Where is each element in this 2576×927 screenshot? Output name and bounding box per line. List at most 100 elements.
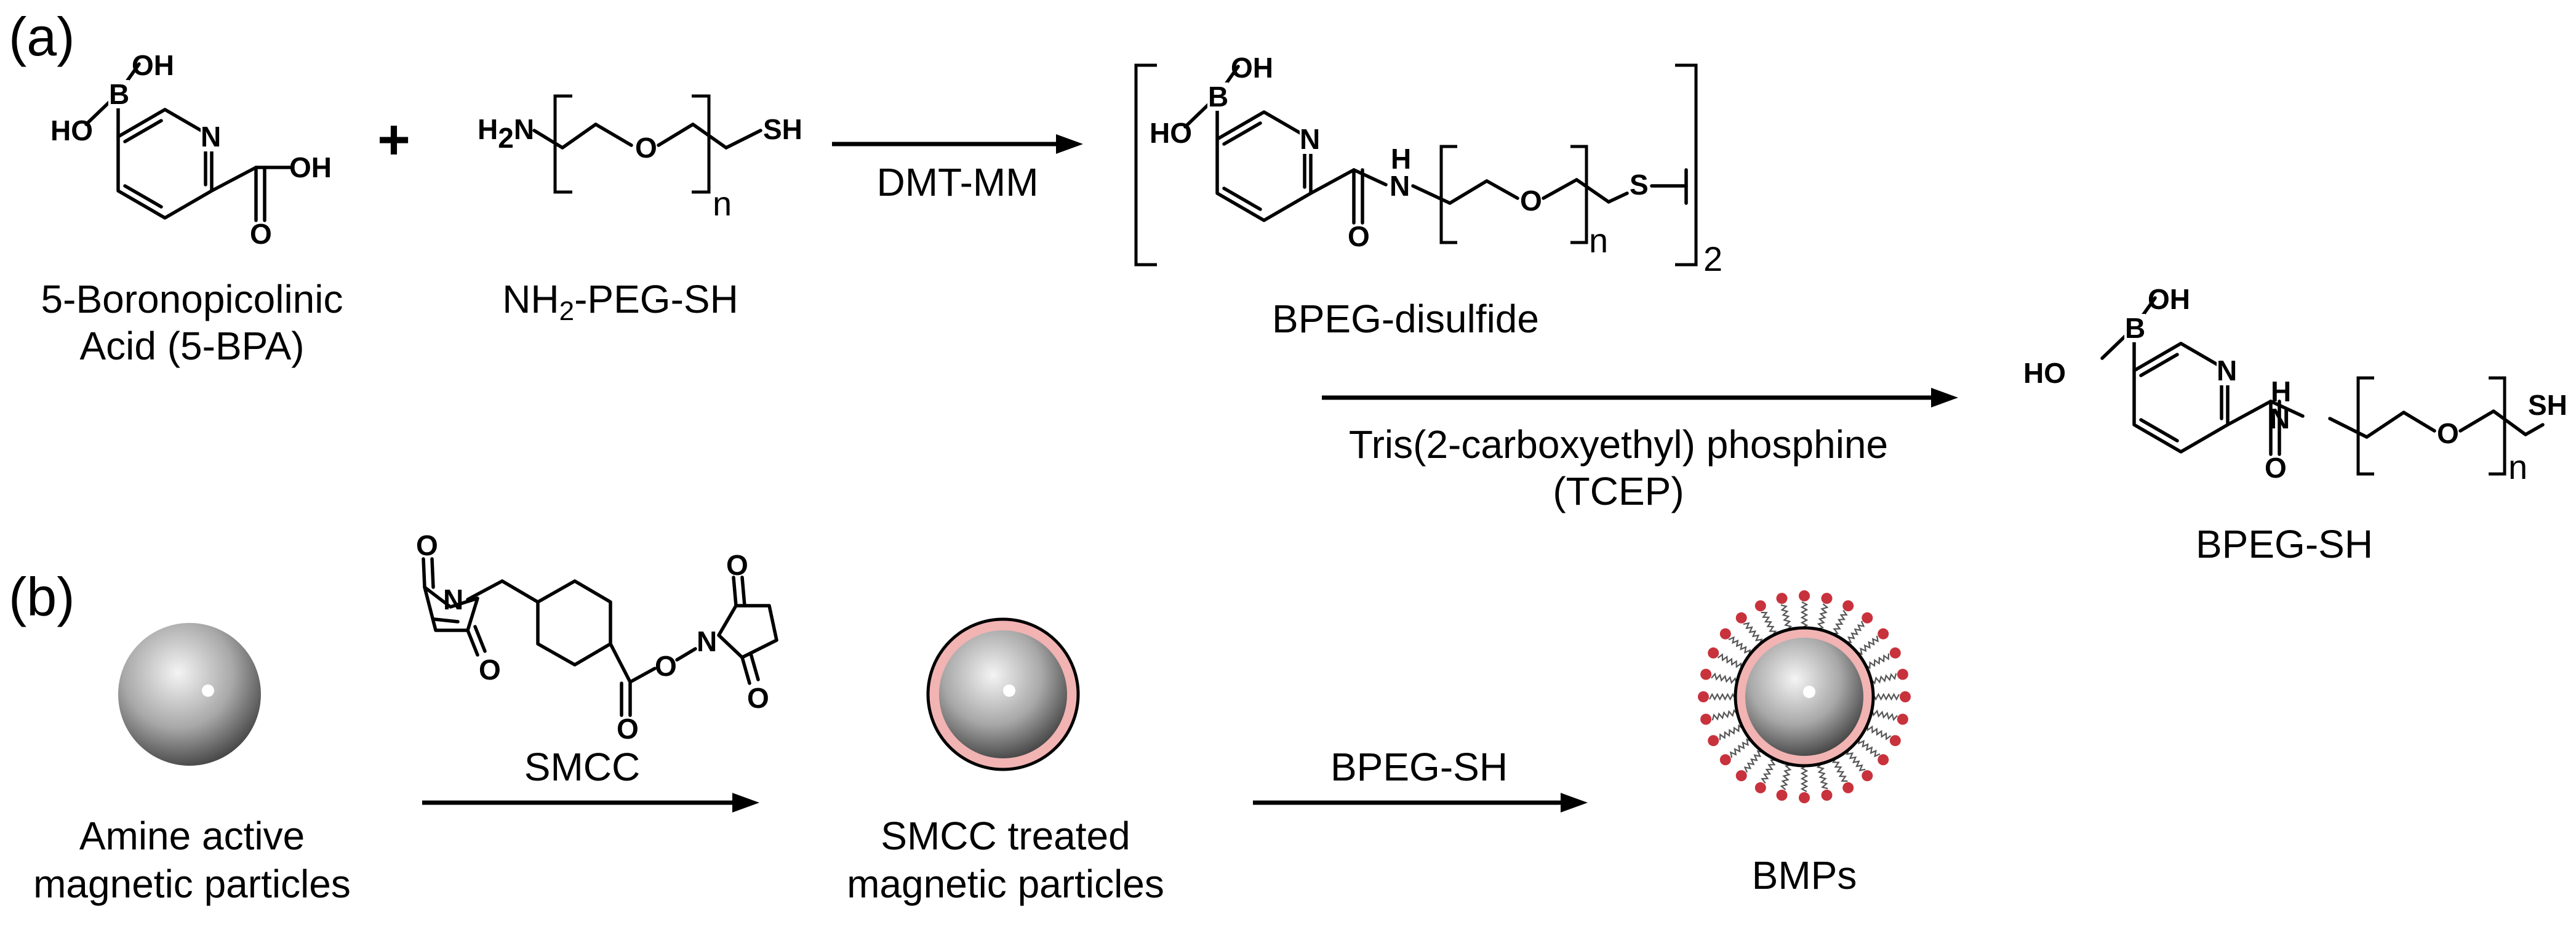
ligand-end-dot: [1889, 735, 1901, 747]
molecule-bpeg-disulfide: 2 N B OH HO O H N O S n: [1134, 52, 1722, 278]
particle3-name: BMPs: [1752, 853, 1857, 897]
bpegsh-o-carbonyl: O: [2265, 452, 2287, 484]
product1-name: BPEG-disulfide: [1272, 297, 1539, 341]
disulfide-nh-h: H: [1391, 143, 1411, 175]
smcc-o-1: O: [416, 529, 438, 561]
bpa-n-atom: N: [201, 121, 221, 153]
ligand-end-dot: [1719, 754, 1731, 766]
ligand-chain: [1817, 603, 1829, 630]
ligand-chain: [1816, 763, 1828, 790]
molecule-smcc: O O N O O N O O: [416, 529, 778, 745]
ligand-end-dot: [1897, 668, 1908, 680]
reactant2-name: NH2-PEG-SH: [502, 277, 738, 326]
reagent-tcep-line1: Tris(2-carboxyethyl) phosphine: [1349, 422, 1888, 467]
ligand-end-dot: [1708, 735, 1719, 747]
particle2-name-line2: magnetic particles: [847, 862, 1164, 906]
arrow-tcep: [1322, 388, 1958, 407]
disulfide-o-atom: O: [1520, 185, 1542, 217]
ligand-end-dot: [1754, 600, 1766, 612]
reagent-tcep-line2: (TCEP): [1553, 469, 1684, 513]
ligand-end-dot: [1862, 612, 1873, 624]
ligand-end-dot: [1842, 782, 1854, 793]
ligand-chain: [1845, 620, 1865, 644]
bpegsh-ho-left: HO: [2023, 357, 2066, 389]
bpa-oh-top: OH: [132, 49, 174, 81]
ligand-end-dot: [1735, 770, 1747, 782]
ligand-end-dot: [1754, 782, 1766, 793]
dimer-subscript: 2: [1703, 239, 1722, 278]
ligand-end-dot: [1799, 792, 1810, 803]
ligand-chain: [1780, 764, 1792, 790]
smcc-o-carbonyl: O: [617, 713, 639, 745]
bpa-b-atom: B: [109, 78, 129, 110]
peg-sh-atom: SH: [763, 113, 802, 145]
ligand-end-dot: [1821, 593, 1833, 604]
plus-sign: +: [377, 108, 410, 171]
ligand-chain: [1846, 748, 1866, 772]
ligand-end-dot: [1889, 647, 1901, 659]
smcc-o-4: O: [747, 682, 769, 714]
ligand-chain: [1865, 653, 1890, 670]
molecule-nh2-peg-sh: H2N O SH n: [478, 94, 802, 223]
reagent-dmt-mm: DMT-MM: [876, 160, 1038, 204]
bpegsh-nh-n: N: [2270, 403, 2290, 435]
ligand-end-dot: [1719, 628, 1731, 640]
bmp-particle: [1698, 590, 1911, 803]
ligand-chain: [1761, 759, 1777, 784]
ligand-chain: [1800, 601, 1809, 628]
particle1-name-line1: Amine active: [79, 814, 305, 858]
disulfide-s-atom: S: [1630, 169, 1649, 201]
bpegsh-o-atom: O: [2437, 417, 2459, 449]
ligand-chain: [1831, 609, 1848, 635]
ligand-chain: [1870, 673, 1897, 685]
bpegsh-nh-h: H: [2271, 375, 2291, 407]
ligand-end-dot: [1900, 691, 1911, 702]
bpa-oh-acid: OH: [289, 151, 332, 183]
disulfide-n-atom: N: [1300, 123, 1320, 155]
ligand-end-dot: [1821, 789, 1833, 801]
disulfide-ho-left: HO: [1150, 117, 1192, 149]
reagent-bpeg-sh: BPEG-SH: [1330, 745, 1508, 789]
peg-o-atom: O: [635, 132, 657, 164]
reagent-smcc: SMCC: [524, 745, 640, 789]
bpegsh-b-atom: B: [2125, 312, 2145, 344]
ligand-chain: [1857, 737, 1881, 758]
molecule-bpeg-sh: N B OH HO O H N O SH n: [2023, 283, 2567, 486]
ligand-chain: [1856, 635, 1879, 656]
molecule-5-bpa: N B OH HO OH O: [50, 49, 332, 250]
ligand-chain: [1743, 622, 1763, 645]
ligand-end-dot: [1776, 789, 1788, 801]
ligand-chain: [1866, 724, 1892, 740]
ligand-end-dot: [1842, 600, 1854, 612]
bpegsh-repeat-n: n: [2508, 447, 2527, 486]
bpa-o-carbonyl: O: [250, 218, 272, 250]
particle2-name-line1: SMCC treated: [881, 814, 1130, 858]
disulfide-nh-n: N: [1390, 170, 1410, 202]
ligand-chain: [1709, 692, 1736, 701]
smcc-o-ester: O: [655, 650, 677, 682]
ligand-end-dot: [1878, 628, 1889, 640]
disulfide-b-atom: B: [1208, 81, 1228, 113]
ligand-chain: [1873, 692, 1900, 701]
bpegsh-oh-top: OH: [2148, 283, 2190, 315]
ligand-end-dot: [1700, 713, 1712, 725]
ligand-chain: [1719, 724, 1744, 740]
ligand-chain: [1711, 672, 1737, 684]
peg-h2n-atom: H2N: [478, 113, 534, 154]
smcc-o-2: O: [479, 654, 501, 686]
bpegsh-n-atom: N: [2217, 355, 2237, 387]
ligand-end-dot: [1735, 612, 1747, 624]
arrow-bpeg-sh: [1253, 793, 1588, 813]
ligand-chain: [1728, 636, 1751, 656]
ligand-chain: [1780, 604, 1793, 631]
ligand-chain: [1743, 750, 1764, 773]
bpegsh-sh-atom: SH: [2528, 389, 2567, 421]
disulfide-repeat-n: n: [1589, 221, 1608, 260]
ligand-end-dot: [1776, 593, 1788, 604]
amine-magnetic-particle: [118, 623, 261, 766]
arrow-dmt-mm: [832, 134, 1083, 154]
reactant1-name-line2: Acid (5-BPA): [79, 324, 304, 368]
ligand-chain: [1717, 653, 1742, 670]
panel-label-a: (a): [9, 6, 75, 67]
